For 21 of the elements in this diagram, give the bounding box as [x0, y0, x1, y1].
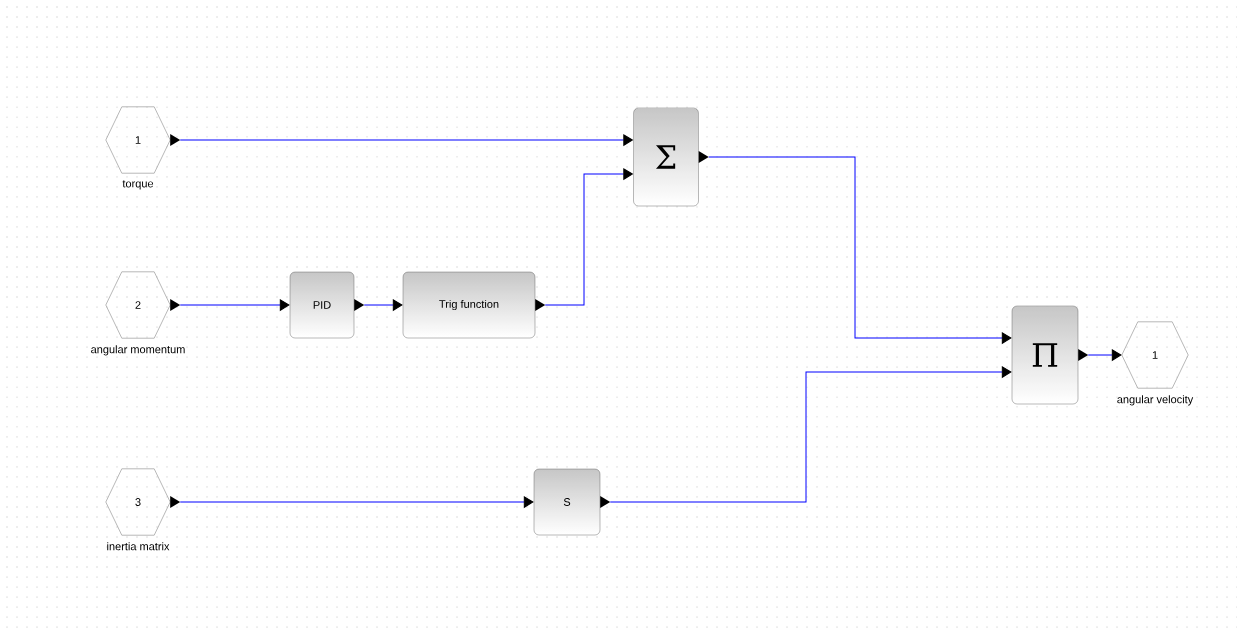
function-block: PID [289, 271, 355, 339]
port-label: angular velocity [1117, 395, 1194, 406]
arrow [179, 496, 534, 508]
arrow [179, 299, 290, 311]
arrow [363, 299, 403, 311]
arrow [708, 156, 1012, 344]
port-hexagon: 3 [105, 468, 171, 536]
function-block: S [533, 468, 601, 536]
arrow [609, 366, 1012, 503]
operator-block: Σ [633, 107, 699, 207]
port-hexagon: 2 [105, 271, 171, 339]
port-label: torque [122, 180, 154, 190]
operator-block: Π [1011, 305, 1079, 405]
arrow [179, 134, 633, 146]
function-block: Trig function [402, 271, 536, 339]
port-label: inertia matrix [107, 542, 170, 551]
port-label: angular momentum [91, 345, 185, 356]
arrow [544, 168, 633, 306]
port-hexagon: 1 [1121, 321, 1189, 389]
arrow [1087, 349, 1122, 361]
port-hexagon: 1 [105, 106, 171, 174]
